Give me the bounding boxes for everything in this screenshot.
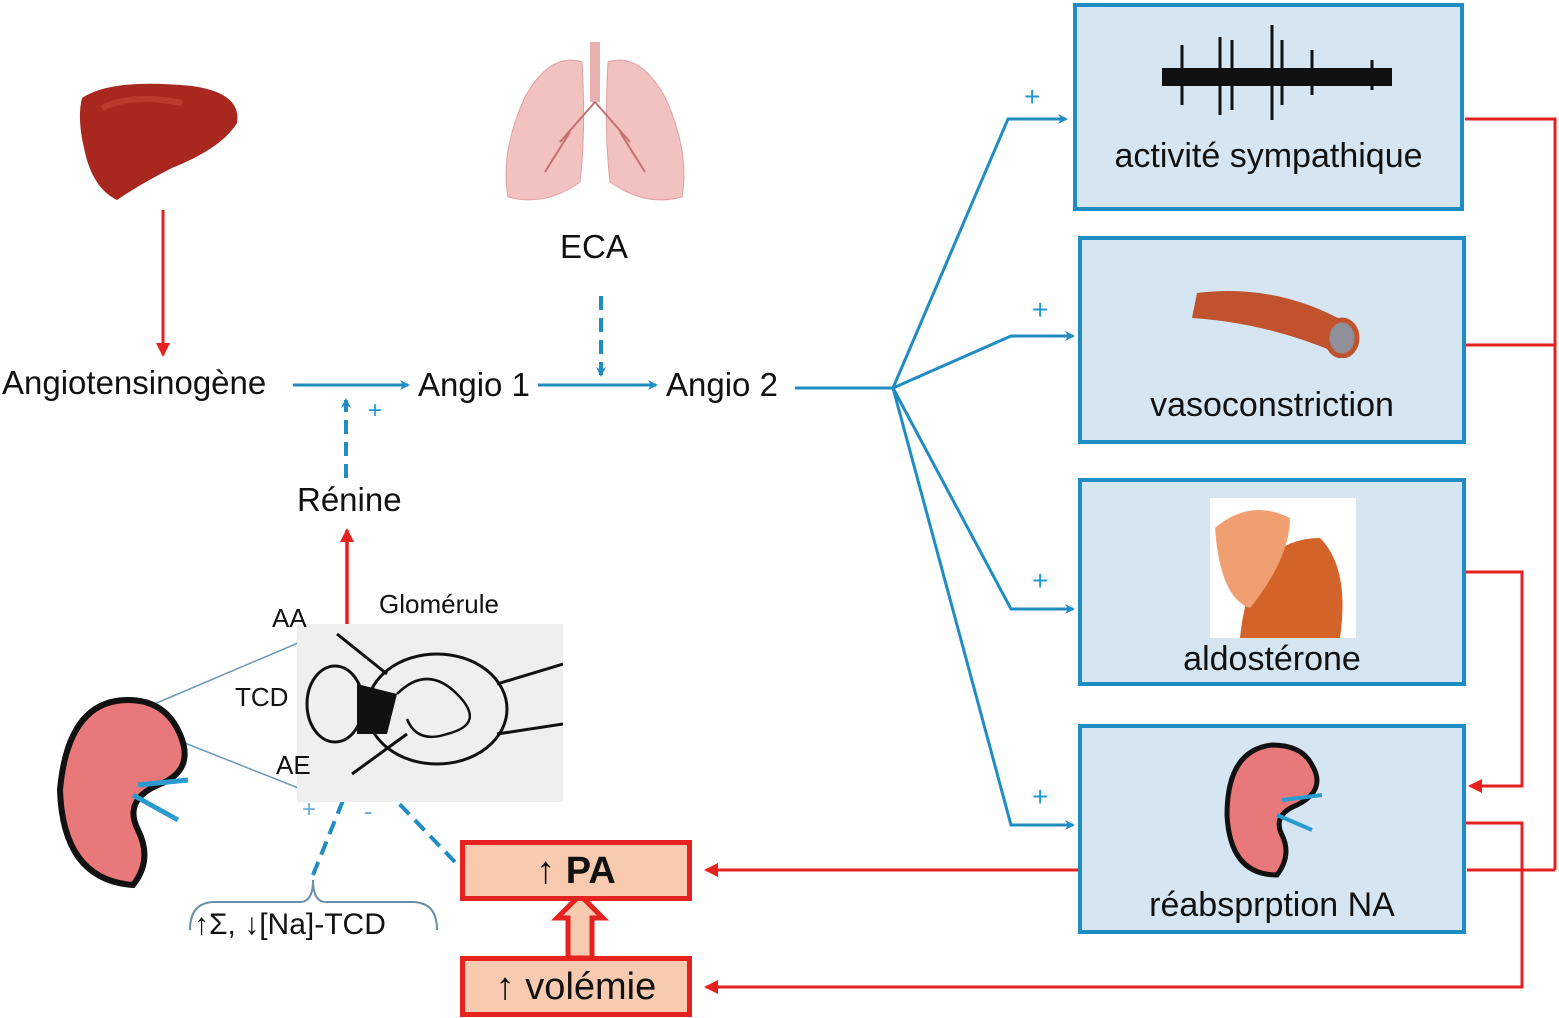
- angio2-label: Angio 2: [666, 366, 778, 403]
- effect-box-vasoconstriction: vasoconstriction: [1078, 236, 1466, 444]
- sympathique-feedback-line: [1465, 117, 1557, 870]
- nerve-signal-icon: [1162, 25, 1392, 120]
- effect-box-aldosterone: aldostérone: [1078, 478, 1466, 686]
- angiotensinogen-label: Angiotensinogène: [2, 364, 267, 401]
- kidney-small-icon: [56, 696, 189, 889]
- liver-icon: [79, 83, 238, 200]
- tcd-label: TCD: [235, 682, 289, 712]
- angio1-label: Angio 1: [418, 366, 530, 403]
- blood-vessel-icon: [1192, 291, 1360, 358]
- aa-label: AA: [272, 603, 307, 633]
- plus-sign-vasoconstriction: +: [1032, 294, 1049, 325]
- adrenal-gland-icon: [1210, 498, 1356, 638]
- volemie-label: ↑ volémie: [495, 966, 657, 1008]
- effect-label-vasoconstriction: vasoconstriction: [1150, 386, 1394, 424]
- volemie-to-pa-arrow: [550, 891, 610, 961]
- effect-box-reabsorption: réabsprption NA: [1078, 724, 1466, 934]
- glomerule-label: Glomérule: [379, 589, 499, 619]
- renine-plus-sign: +: [368, 397, 383, 424]
- stimuli-brace: [189, 879, 438, 931]
- fan-arrow-sympathique: [891, 114, 1068, 389]
- plus-sign-sympathique: +: [1024, 81, 1041, 112]
- effect-label-sympathique: activité sympathique: [1114, 137, 1423, 175]
- volemie-box: ↑ volémie: [460, 956, 692, 1017]
- effect-label-aldosterone: aldostérone: [1183, 640, 1361, 678]
- fan-arrow-aldosterone: [891, 387, 1075, 614]
- pa-minus-sign: -: [364, 796, 373, 826]
- zoom-line-top: [151, 639, 306, 706]
- effect-box-sympathique: activité sympathique: [1073, 3, 1464, 211]
- kidney-icon: [1224, 742, 1323, 878]
- effect-label-reabsorption: réabsprption NA: [1149, 886, 1395, 924]
- stimuli-dashed-arrow: [311, 781, 352, 876]
- fan-arrow-vasoconstriction: [892, 331, 1075, 390]
- pa-inhibition-dashed-arrow: [384, 788, 457, 864]
- pa-label: PA: [565, 850, 616, 892]
- plus-sign-reabsorption: +: [1032, 781, 1049, 812]
- fan-arrow-reabsorption: [891, 387, 1075, 830]
- eca-label: ECA: [560, 228, 628, 265]
- stimuli-label: ↑Σ, ↓[Na]-TCD: [194, 908, 386, 941]
- lungs-icon: [505, 42, 685, 201]
- glomerule-drawing: [297, 624, 564, 802]
- stimuli-plus-sign: +: [302, 796, 317, 823]
- aldosterone-to-reabsorption-arrow: [1465, 570, 1524, 793]
- pa-up-arrow: ↑: [536, 850, 556, 892]
- pa-box: ↑ PA: [460, 840, 692, 901]
- reabsorption-to-volemie-arrow: [704, 821, 1524, 994]
- plus-sign-aldosterone: +: [1032, 565, 1049, 596]
- ae-label: AE: [276, 750, 311, 780]
- renine-label: Rénine: [297, 481, 402, 518]
